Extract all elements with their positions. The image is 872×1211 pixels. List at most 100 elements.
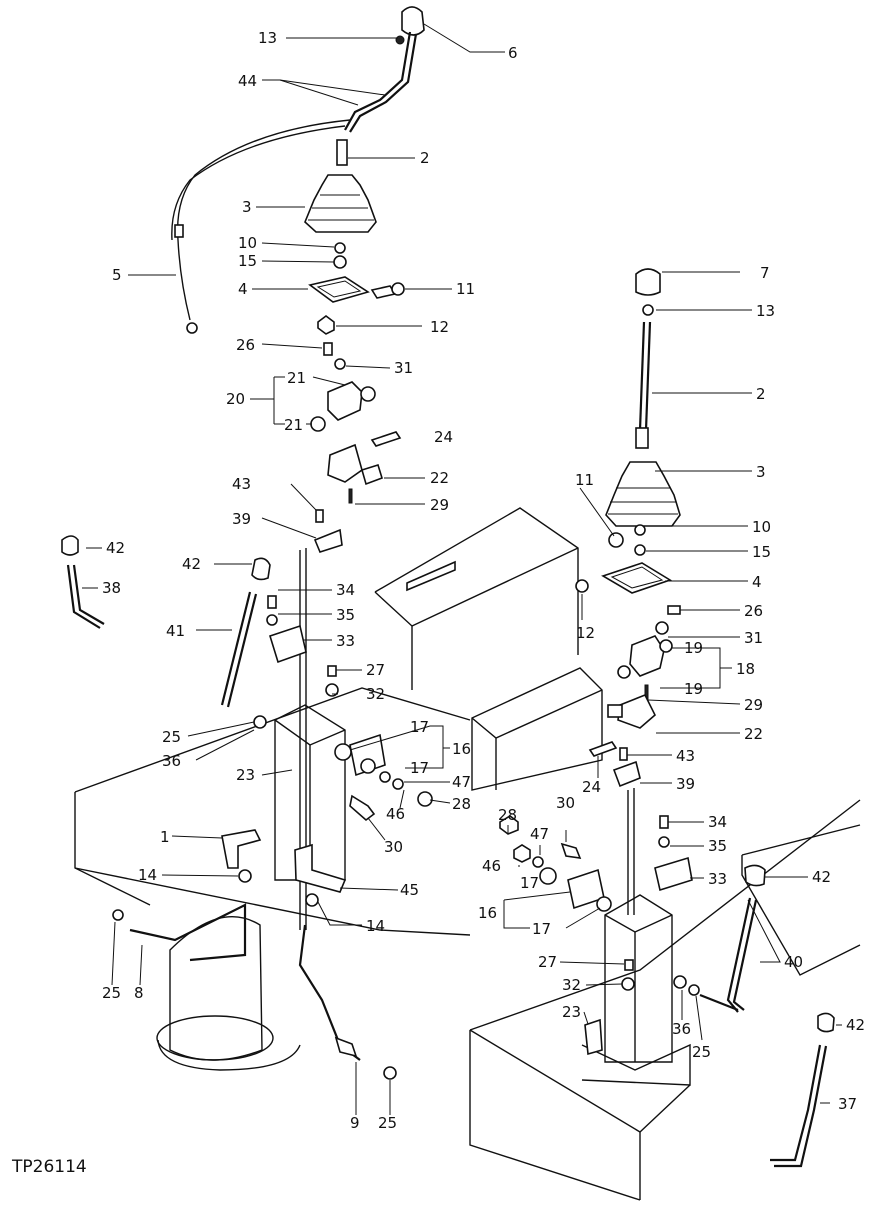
pivot-20	[327, 381, 363, 421]
callout-42: 42	[812, 868, 831, 886]
callout-12: 12	[430, 318, 449, 336]
callout-30: 30	[556, 794, 575, 812]
callout-25: 25	[378, 1114, 397, 1132]
callout-27: 27	[538, 953, 557, 971]
callout-24: 24	[434, 428, 453, 446]
callout-31: 31	[744, 629, 763, 647]
callout-47: 47	[530, 825, 549, 843]
leader-lines	[82, 23, 842, 1115]
callout-26: 26	[236, 336, 255, 354]
callout-36: 36	[162, 752, 181, 770]
callout-13: 13	[756, 302, 775, 320]
callout-35: 35	[336, 606, 355, 624]
knob-7-shape	[635, 268, 661, 296]
callout-16: 16	[478, 904, 497, 922]
callout-47: 47	[452, 773, 471, 791]
bracket-22-left	[327, 443, 363, 483]
callout-38: 38	[102, 579, 121, 597]
callout-45: 45	[400, 881, 419, 899]
callout-8: 8	[134, 984, 144, 1002]
callout-37: 37	[838, 1095, 857, 1113]
callout-33: 33	[336, 632, 355, 650]
callout-17: 17	[532, 920, 551, 938]
callout-17: 17	[410, 718, 429, 736]
callout-32: 32	[562, 976, 581, 994]
callout-26: 26	[744, 602, 763, 620]
callout-42: 42	[106, 539, 125, 557]
callout-43: 43	[676, 747, 695, 765]
callout-46: 46	[386, 805, 405, 823]
right-lever-assembly	[499, 268, 835, 1168]
left-lever-assembly	[61, 6, 433, 1080]
callout-24: 24	[582, 778, 601, 796]
callout-22: 22	[744, 725, 763, 743]
callout-11: 11	[456, 280, 475, 298]
callout-28: 28	[452, 795, 471, 813]
callout-30: 30	[384, 838, 403, 856]
callout-12: 12	[576, 624, 595, 642]
callout-21: 21	[287, 369, 306, 387]
callout-10: 10	[752, 518, 771, 536]
callout-22: 22	[430, 469, 449, 487]
callout-23: 23	[236, 766, 255, 784]
callout-40: 40	[784, 953, 803, 971]
callout-28: 28	[498, 806, 517, 824]
callout-42: 42	[182, 555, 201, 573]
callout-27: 27	[366, 661, 385, 679]
callout-21: 21	[284, 416, 303, 434]
callout-33: 33	[708, 870, 727, 888]
callout-32: 32	[366, 685, 385, 703]
callout-7: 7	[760, 264, 770, 282]
callout-41: 41	[166, 622, 185, 640]
callout-25: 25	[692, 1043, 711, 1061]
figure-id: TP26114	[11, 1157, 87, 1177]
callout-18: 18	[736, 660, 755, 678]
callout-2: 2	[420, 149, 430, 167]
callout-39: 39	[232, 510, 251, 528]
callout-4: 4	[752, 573, 762, 591]
callout-34: 34	[336, 581, 355, 599]
callout-16: 16	[452, 740, 471, 758]
callout-43: 43	[232, 475, 251, 493]
callout-labels: 6 13 44 2 3 10 15 5 4 11 12 26 31 21 20 …	[102, 29, 865, 1132]
shaft-2-right	[638, 321, 646, 431]
callout-44: 44	[238, 72, 257, 90]
callout-17: 17	[520, 874, 539, 892]
boot-3-left	[304, 174, 377, 233]
callout-42: 42	[846, 1016, 865, 1034]
callout-1: 1	[160, 828, 170, 846]
callout-17: 17	[410, 759, 429, 777]
callout-29: 29	[744, 696, 763, 714]
callout-29: 29	[430, 496, 449, 514]
callout-14: 14	[138, 866, 157, 884]
callout-25: 25	[162, 728, 181, 746]
callout-35: 35	[708, 837, 727, 855]
callout-25: 25	[102, 984, 121, 1002]
callout-15: 15	[752, 543, 771, 561]
callout-15: 15	[238, 252, 257, 270]
knob-6-shape	[401, 6, 425, 36]
cable-5	[176, 119, 351, 321]
callout-3: 3	[756, 463, 766, 481]
callout-14: 14	[366, 917, 385, 935]
plate-4-right	[601, 562, 672, 594]
plate-4-left	[308, 276, 370, 303]
callout-6: 6	[508, 44, 518, 62]
console-structure	[74, 507, 861, 1201]
callout-2: 2	[756, 385, 766, 403]
callout-19: 19	[684, 639, 703, 657]
callout-34: 34	[708, 813, 727, 831]
callout-39: 39	[676, 775, 695, 793]
callout-13: 13	[258, 29, 277, 47]
pivot-18	[629, 635, 665, 677]
lever-rod-44	[344, 31, 412, 131]
callout-4: 4	[238, 280, 248, 298]
callout-46: 46	[482, 857, 501, 875]
boot-3-right	[605, 461, 681, 527]
callout-3: 3	[242, 198, 252, 216]
shaft-2-left	[336, 139, 348, 166]
callout-19: 19	[684, 680, 703, 698]
callout-31: 31	[394, 359, 413, 377]
